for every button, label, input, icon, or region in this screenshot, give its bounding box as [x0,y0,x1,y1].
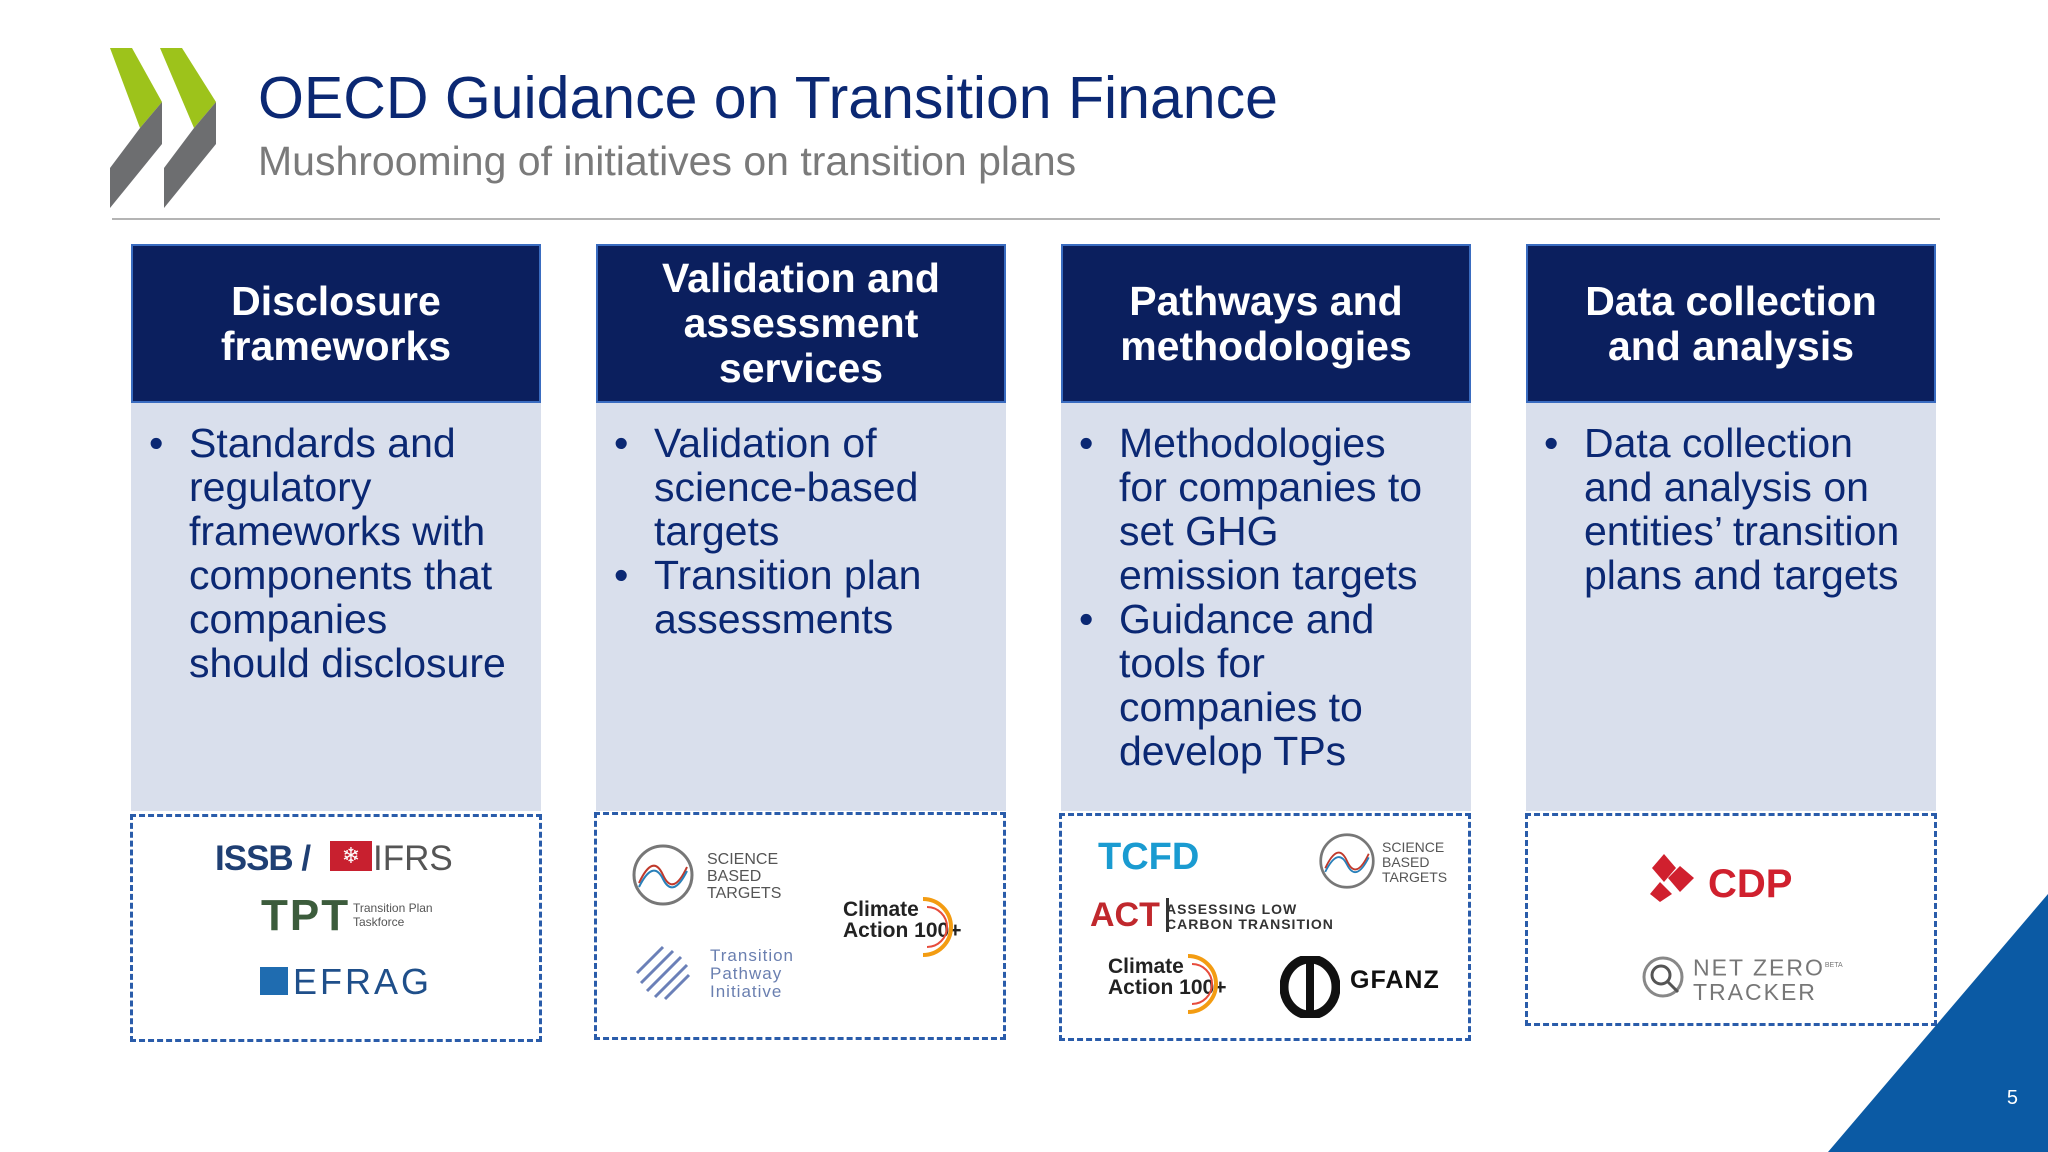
ca-line: Climate [1108,955,1184,978]
ca-line: Climate [843,898,919,921]
bullet-item: Guidance and tools for companies to deve… [1079,597,1441,773]
column-heading-disclosure: Disclosure frameworks [131,244,541,403]
bullet-item: Validation of science-based targets [614,421,976,553]
climate-action-ring-icon [1187,954,1218,1014]
issb-logo: ISSB / [215,839,311,878]
tpt-subtitle-line: Transition Plan [353,901,433,915]
tpt-subtitle: Transition Plan Taskforce [353,901,433,929]
efrag-square-icon [260,967,288,995]
net-zero-tracker-logo: NET ZEROBETA TRACKER [1693,954,1843,1004]
bullet-item: Transition plan assessments [614,553,976,641]
heading-line: Data collection [1585,277,1877,324]
climate-action-ring-icon [922,897,953,957]
oecd-logo-chevron-green-2 [160,48,216,128]
sbt-line: BASED [707,868,762,885]
tpi-line: Pathway [710,964,783,983]
page-number: 5 [2006,1087,2018,1109]
logo-panel-pathways: TCFD SCIENCE BASED TARGETS ACT ASSESSING… [1059,813,1471,1041]
gfanz-logo: GFANZ [1350,966,1440,994]
tpi-line: Transition [710,946,795,965]
science-based-targets-icon [1319,833,1375,889]
column-body-validation: Validation of science-based targets Tran… [596,403,1006,811]
oecd-logo-chevron-green-1 [110,48,162,128]
oecd-logo-chevron-gray-1 [110,102,162,208]
logo-panel-data: CDP NET ZEROBETA TRACKER [1525,813,1937,1026]
page-subtitle: Mushrooming of initiatives on transition… [258,138,1077,184]
tcfd-logo: TCFD [1098,836,1200,878]
heading-line: frameworks [220,322,452,369]
column-heading-data: Data collection and analysis [1526,244,1936,403]
gfanz-mark-icon [1280,956,1340,1018]
ifrs-emblem-icon: ❄ [330,841,372,871]
oecd-logo-chevron-gray-2 [164,102,216,208]
ca-line: Action 100+ [1108,976,1227,999]
act-subtitle: ASSESSING LOW CARBON TRANSITION [1166,902,1334,932]
page-title: OECD Guidance on Transition Finance [258,65,1278,131]
heading-line: services [718,345,884,391]
bullet-item: Data collection and analysis on entities… [1544,421,1906,597]
climate-action-100-logo: Climate Action 100+ [843,899,961,941]
nzt-beta-badge: BETA [1824,962,1843,969]
sbt-line: TARGETS [707,885,782,902]
net-zero-tracker-icon [1642,956,1684,998]
act-logo: ACT [1090,898,1169,932]
heading-line: methodologies [1120,322,1412,369]
efrag-logo: EFRAG [293,961,433,1002]
tpi-stripes-icon [635,945,691,1001]
heading-line: Validation and [662,255,940,301]
tpt-logo: TPT [261,891,351,940]
sbt-line: TARGETS [1382,869,1448,885]
heading-line: Disclosure [231,277,441,324]
logo-panel-validation: SCIENCE BASED TARGETS Climate Action 100… [594,812,1006,1040]
sbt-line: BASED [1382,854,1430,870]
nzt-line: NET ZERO [1693,954,1825,981]
ifrs-logo: IFRS [373,839,453,878]
act-subtitle-line: CARBON TRANSITION [1166,916,1334,932]
column-body-data: Data collection and analysis on entities… [1526,403,1936,811]
nzt-line: TRACKER [1693,978,1817,1005]
ca-line: Action 100+ [843,919,962,942]
tpi-logo: Transition Pathway Initiative [710,947,794,1001]
column-heading-validation: Validation and assessment services [596,244,1006,403]
column-heading-pathways: Pathways and methodologies [1061,244,1471,403]
oecd-logo [110,48,216,208]
heading-line: assessment [683,300,919,346]
cdp-logo: CDP [1708,862,1793,906]
tpt-subtitle-line: Taskforce [353,915,405,929]
act-subtitle-line: ASSESSING LOW [1166,901,1298,917]
heading-line: and analysis [1607,322,1855,369]
bullet-item: Methodologies for companies to set GHG e… [1079,421,1441,597]
cdp-arrows-icon [1650,854,1694,902]
logo-panel-disclosure: ISSB / ❄ IFRS TPT Transition Plan Taskfo… [130,814,542,1042]
sbt-line: SCIENCE [707,851,779,868]
climate-action-100-logo: Climate Action 100+ [1108,956,1226,998]
heading-line: Pathways and [1129,277,1403,324]
column-body-pathways: Methodologies for companies to set GHG e… [1061,403,1471,811]
column-body-disclosure: Standards and regulatory frameworks with… [131,403,541,811]
tpi-line: Initiative [710,982,783,1001]
science-based-targets-logo: SCIENCE BASED TARGETS [1382,840,1447,885]
corner-triangle-decoration [1828,894,2048,1152]
bullet-item: Standards and regulatory frameworks with… [149,421,511,685]
science-based-targets-logo: SCIENCE BASED TARGETS [707,851,781,902]
sbt-line: SCIENCE [1382,839,1445,855]
title-divider [112,218,1940,220]
science-based-targets-icon [632,844,694,906]
